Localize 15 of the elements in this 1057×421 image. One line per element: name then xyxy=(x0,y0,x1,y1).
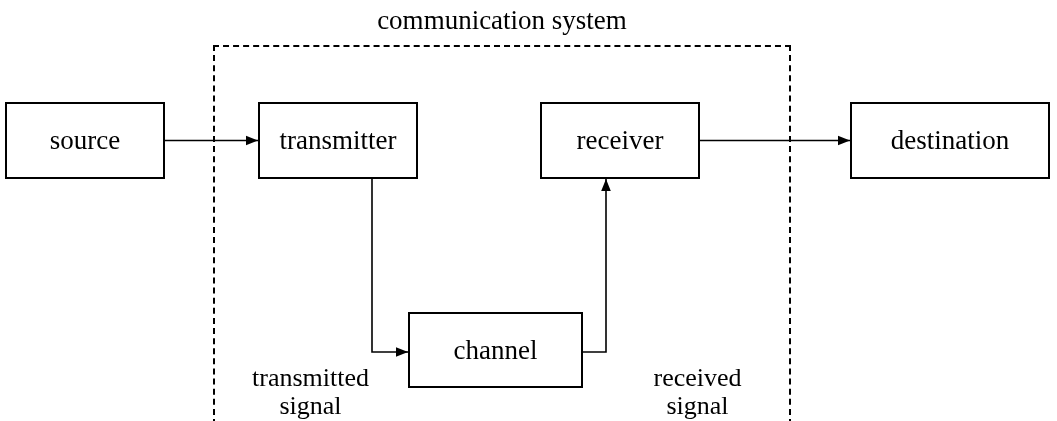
source-box xyxy=(5,102,165,179)
group-heading: communication system xyxy=(376,5,628,36)
box-label: transmitter xyxy=(279,125,397,156)
receiver-box xyxy=(540,102,700,179)
box-label: source xyxy=(49,125,121,156)
box-label: receiver xyxy=(576,125,664,156)
box-label: channel xyxy=(453,334,538,366)
arrow xyxy=(164,135,259,146)
arrow xyxy=(371,178,409,357)
arrow xyxy=(582,178,611,353)
destination-box xyxy=(850,102,1050,179)
arrow xyxy=(699,135,851,146)
box-label: destination xyxy=(890,125,1010,156)
channel-box xyxy=(408,312,583,388)
transmitter-box xyxy=(258,102,418,179)
